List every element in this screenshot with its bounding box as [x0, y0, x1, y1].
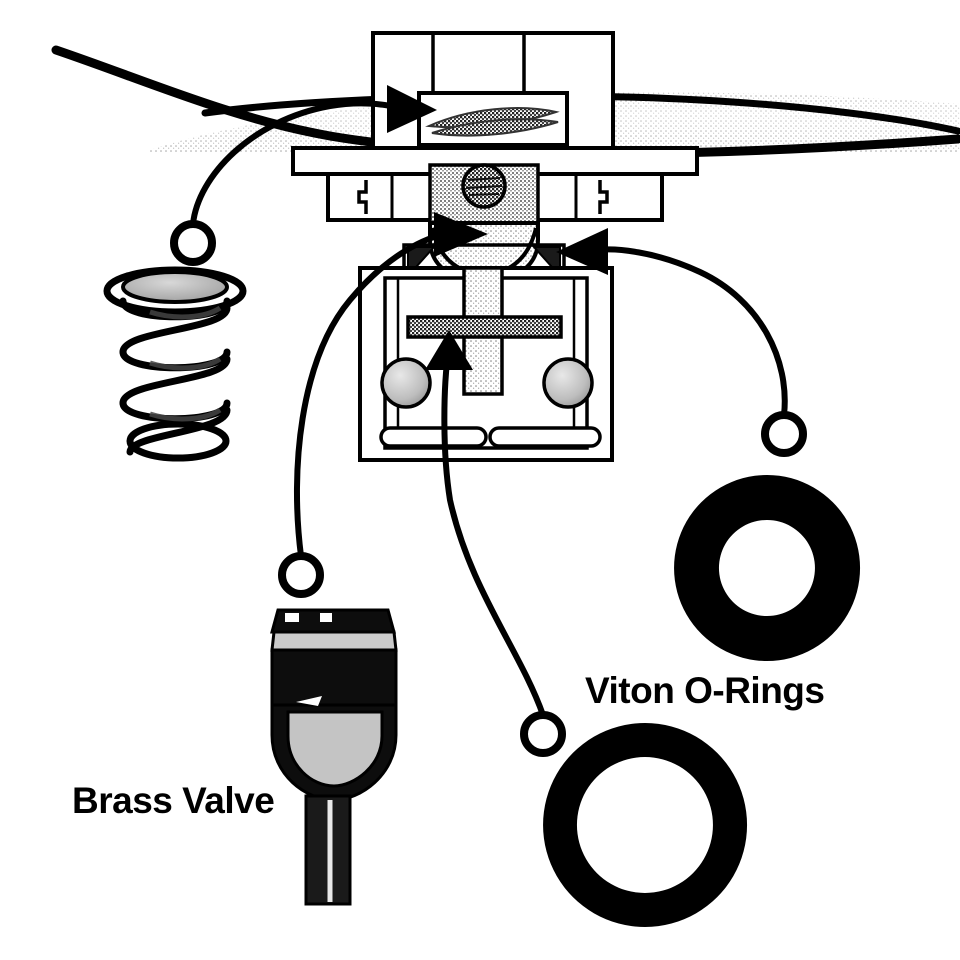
label-brass-valve: Brass Valve	[72, 780, 275, 821]
callout-circle-oring-large[interactable]	[520, 711, 566, 757]
arrowhead-brass-valve	[434, 212, 488, 257]
spring-coils	[119, 297, 231, 462]
spring-top-coil-inner	[121, 270, 229, 304]
o-ring-large	[543, 723, 748, 927]
leader-brass-valve	[293, 231, 447, 559]
callout-circle-spring[interactable]	[170, 220, 216, 266]
bottom-bar-left	[379, 426, 488, 448]
wave-spring	[425, 107, 560, 137]
seat-plate	[406, 315, 563, 339]
spring-shading	[149, 305, 222, 422]
arrowhead-oring-large	[425, 330, 473, 370]
valve-highlight	[296, 696, 322, 706]
callout-leaders	[190, 100, 788, 718]
coil-spring-part	[103, 266, 247, 462]
ball-left	[380, 357, 432, 409]
valve-light-band	[270, 630, 398, 652]
leader-oring-small	[595, 246, 788, 418]
label-viton-orings: Viton O-Rings	[585, 670, 825, 711]
o-ring-small	[674, 475, 861, 661]
viton-o-rings	[543, 475, 861, 927]
brass-valve-part	[270, 608, 398, 906]
valve-body-assembly	[291, 31, 699, 462]
valve-taper-inner	[286, 710, 384, 788]
leader-spring	[190, 100, 401, 227]
leader-oring-large	[441, 359, 546, 718]
ball-right	[542, 357, 594, 409]
callout-arrowheads	[387, 85, 608, 370]
flange-plate	[291, 146, 699, 176]
valve-mid-body	[270, 648, 398, 707]
callout-circle-brass-valve[interactable]	[278, 552, 324, 598]
valve-cap-slot-right	[320, 613, 332, 622]
arrowhead-oring-small	[556, 228, 608, 275]
arrowhead-spring	[387, 85, 437, 133]
bottom-bar-right	[488, 426, 602, 448]
valve-cap-slot-left	[285, 613, 299, 622]
callout-circle-oring-small[interactable]	[761, 411, 807, 457]
callout-circles	[170, 220, 807, 757]
